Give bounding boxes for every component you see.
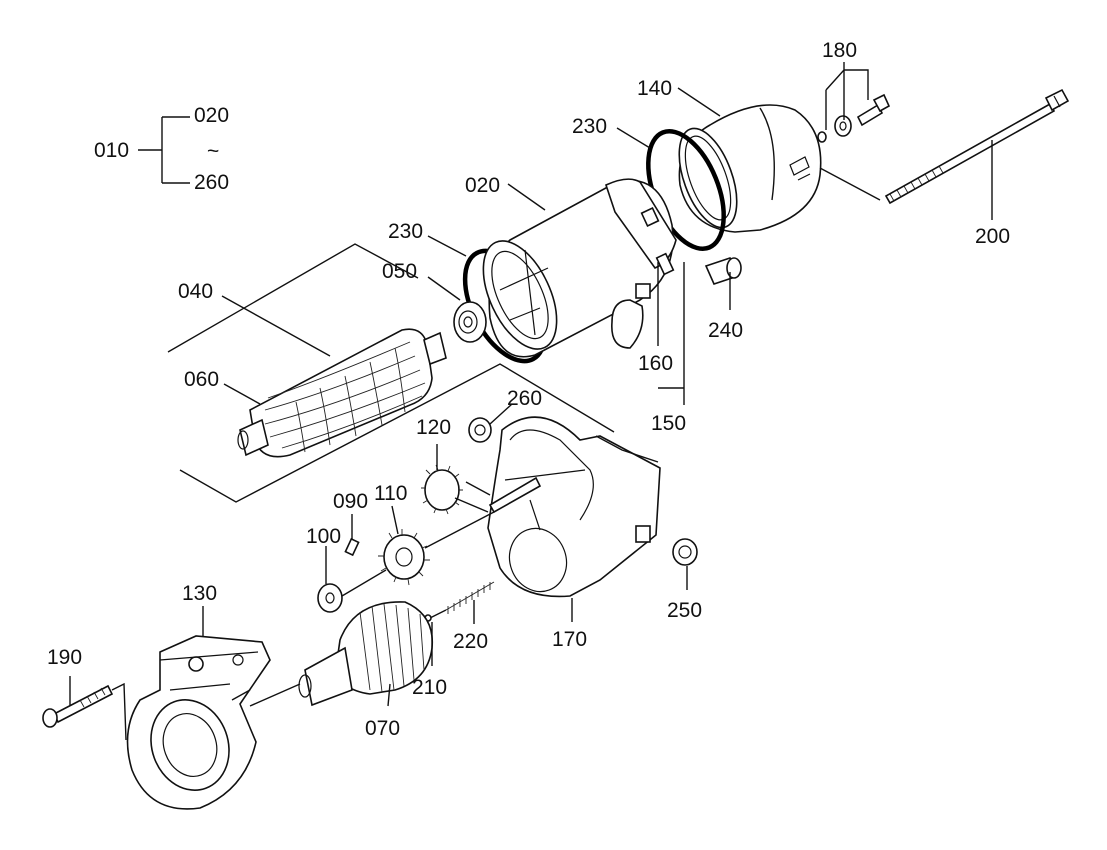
part-labels: 180 140 230 020 200 230 050 040 060 240 … xyxy=(47,39,1010,740)
front-bracket xyxy=(126,635,271,810)
bracket-bolt xyxy=(42,684,114,728)
label-260: 260 xyxy=(507,387,542,410)
label-140: 140 xyxy=(637,77,672,100)
label-100: 100 xyxy=(306,525,341,548)
clutch-gear xyxy=(378,529,430,586)
terminal-nut xyxy=(704,257,742,285)
small-nut xyxy=(468,417,492,443)
housing-nut xyxy=(672,538,698,566)
label-070: 070 xyxy=(365,717,400,740)
leader-lines xyxy=(69,62,993,707)
label-050: 050 xyxy=(382,260,417,283)
cover-screw-set xyxy=(817,93,891,143)
label-130: 130 xyxy=(182,582,217,605)
label-230-rear: 230 xyxy=(572,115,607,138)
retainer xyxy=(317,583,343,613)
pin xyxy=(344,537,360,557)
label-120: 120 xyxy=(416,416,451,439)
label-250: 250 xyxy=(667,599,702,622)
label-150: 150 xyxy=(651,412,686,435)
label-240: 240 xyxy=(708,319,743,342)
label-230-front: 230 xyxy=(388,220,423,243)
idler-gear xyxy=(421,464,463,515)
through-bolt xyxy=(884,88,1070,205)
label-040: 040 xyxy=(178,280,213,303)
label-160: 160 xyxy=(638,352,673,375)
label-090: 090 xyxy=(333,490,368,513)
label-190: 190 xyxy=(47,646,82,669)
group-bracket: 010 020 ~ 260 xyxy=(94,104,229,194)
group-main-label: 010 xyxy=(94,139,129,162)
label-060: 060 xyxy=(184,368,219,391)
armature-bracket-frame xyxy=(167,243,615,503)
group-bracket-lines xyxy=(138,116,190,184)
rear-cover xyxy=(678,104,822,233)
yoke-assembly xyxy=(482,178,677,358)
bearing xyxy=(453,301,487,343)
armature xyxy=(237,328,447,458)
label-210: 210 xyxy=(412,676,447,699)
label-170: 170 xyxy=(552,628,587,651)
drive-housing xyxy=(487,416,661,598)
label-220: 220 xyxy=(453,630,488,653)
label-180: 180 xyxy=(822,39,857,62)
return-spring xyxy=(424,581,495,622)
group-tilde: ~ xyxy=(207,140,219,163)
group-from-label: 020 xyxy=(194,104,229,127)
label-110: 110 xyxy=(374,482,407,505)
idler-shaft xyxy=(488,476,542,514)
label-020: 020 xyxy=(465,174,500,197)
label-200: 200 xyxy=(975,225,1010,248)
group-to-label: 260 xyxy=(194,171,229,194)
